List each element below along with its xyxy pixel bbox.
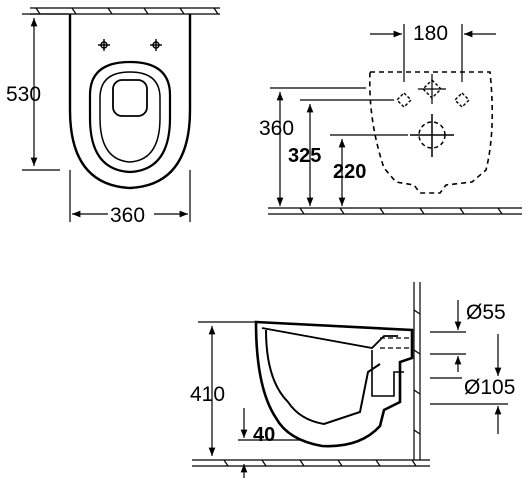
- rear-view: 180 360 325 220: [259, 22, 522, 215]
- width-label-bg: [108, 204, 154, 224]
- bowl-outline-top: [68, 14, 192, 190]
- length-dimension: [22, 13, 68, 171]
- inlet-diameter-label: Ø55: [466, 301, 506, 324]
- side-view-wall: [413, 282, 421, 460]
- outlet-diameter-label: Ø105: [464, 376, 515, 399]
- seat-opening-outer: [88, 60, 172, 174]
- side-view: 410 40 Ø55 Ø105: [190, 282, 526, 478]
- floor-offset-dimension: [238, 408, 300, 478]
- rear-height-mid-dimension: [300, 99, 394, 206]
- side-bowl-outline: [254, 320, 414, 448]
- rear-view-floor: [268, 207, 522, 215]
- water-surface: [112, 79, 148, 117]
- width-label: 360: [110, 204, 145, 227]
- top-view-wall: [30, 7, 220, 15]
- side-trap: [371, 350, 404, 397]
- side-height-label: 410: [190, 383, 225, 406]
- rear-height-mid-label: 325: [288, 145, 321, 167]
- side-bowl-inner: [265, 329, 381, 426]
- bracket-hole-icon: [396, 79, 470, 108]
- rear-height-low-dimension: [330, 134, 408, 206]
- fixing-cross-icon: [98, 39, 162, 51]
- rear-height-total-label: 360: [259, 117, 294, 140]
- inlet-diameter-dimension: [430, 300, 466, 372]
- top-view: 530 360: [6, 7, 220, 227]
- rear-height-low-label: 220: [333, 161, 366, 183]
- bracket-spacing-dimension: [370, 24, 496, 82]
- seat-opening-inner: [99, 71, 161, 163]
- side-height-dimension: [198, 321, 262, 456]
- side-view-floor: [192, 459, 430, 467]
- outlet-label-bg: [462, 376, 526, 396]
- side-rim-line: [261, 327, 398, 349]
- bracket-hole-centers: [418, 74, 446, 104]
- rear-bowl-outline: [368, 71, 494, 194]
- length-label: 530: [6, 83, 41, 106]
- outlet-circle-icon: [410, 114, 454, 157]
- rear-height-total-dimension: [270, 87, 366, 206]
- bracket-spacing-label: 180: [413, 22, 448, 45]
- inlet-pipe-icon: [380, 337, 412, 349]
- floor-offset-label: 40: [253, 424, 275, 446]
